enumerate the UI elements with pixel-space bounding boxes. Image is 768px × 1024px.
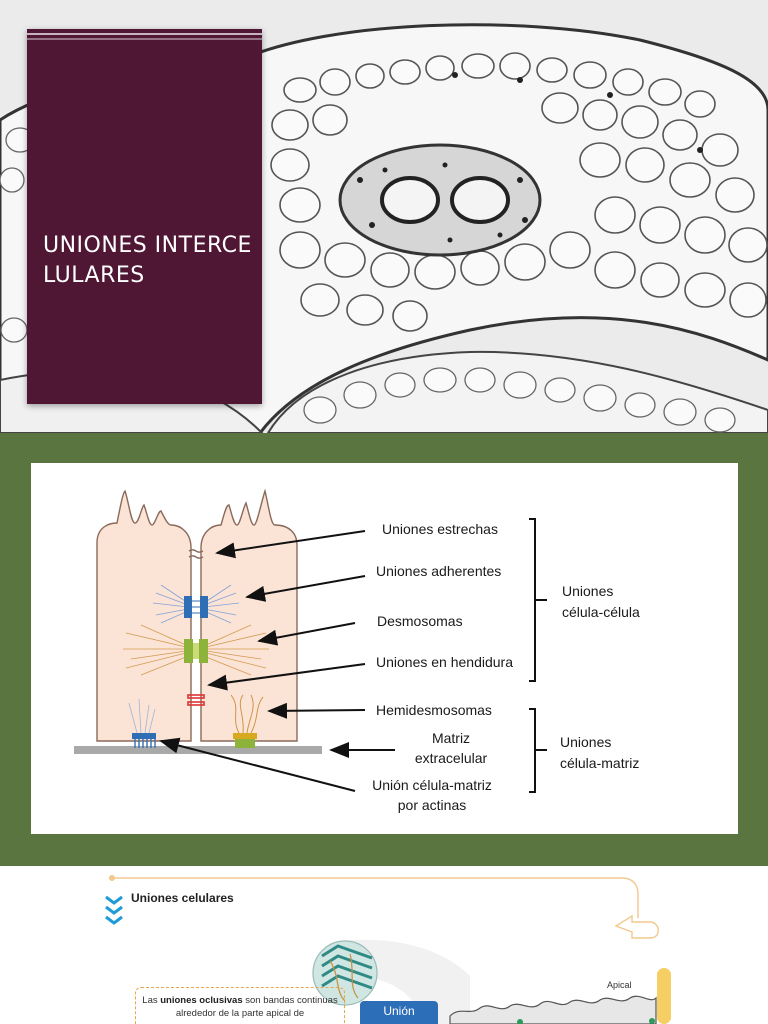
chevrons-down-icon — [104, 893, 124, 933]
slide-title: UNIONES INTERCELULARES — [43, 231, 253, 291]
diagram-slide: Uniones estrechas Uniones adherentes Des… — [0, 433, 768, 866]
label-union-actinas-line1: Unión célula-matriz — [357, 777, 507, 793]
title-slide: UNIONES INTERCELULARES — [0, 0, 768, 433]
label-desmosomas: Desmosomas — [377, 613, 463, 629]
label-union-actinas-line2: por actinas — [357, 797, 507, 813]
oclusivas-text-prefix: Las — [142, 995, 160, 1006]
bracket-celula-celula — [529, 519, 535, 681]
title-panel-second-rule — [27, 38, 262, 40]
oclusivas-text-bold: uniones oclusivas — [160, 995, 242, 1006]
label-grupo-celula-celula-line2: célula-célula — [562, 604, 640, 620]
title-panel-top-rule — [27, 29, 262, 35]
label-uniones-adherentes: Uniones adherentes — [376, 563, 501, 579]
label-grupo-celula-celula-line1: Uniones — [562, 583, 613, 599]
label-grupo-celula-matriz-line2: célula-matriz — [560, 755, 639, 771]
bracket-celula-matriz — [529, 709, 535, 792]
infographic-title: Uniones celulares — [131, 891, 234, 905]
label-hemidesmosomas: Hemidesmosomas — [376, 702, 492, 718]
oclusivas-text-box: Las uniones oclusivas son bandas continu… — [135, 987, 345, 1024]
label-uniones-hendidura: Uniones en hendidura — [376, 654, 513, 670]
label-uniones-estrechas: Uniones estrechas — [382, 521, 498, 537]
label-matriz-line1: Matriz — [401, 730, 501, 746]
arrow-hemidesmosomas — [269, 710, 365, 711]
label-grupo-celula-matriz-line1: Uniones — [560, 734, 611, 750]
infographic-slide: Uniones celulares Apical Las uniones ocl… — [0, 866, 768, 1024]
apical-label: Apical — [607, 980, 632, 990]
label-matriz-line2: extracelular — [401, 750, 501, 766]
union-button[interactable]: Unión — [360, 1001, 438, 1024]
junctions-diagram-card: Uniones estrechas Uniones adherentes Des… — [31, 463, 738, 834]
title-panel: UNIONES INTERCELULARES — [27, 29, 262, 404]
